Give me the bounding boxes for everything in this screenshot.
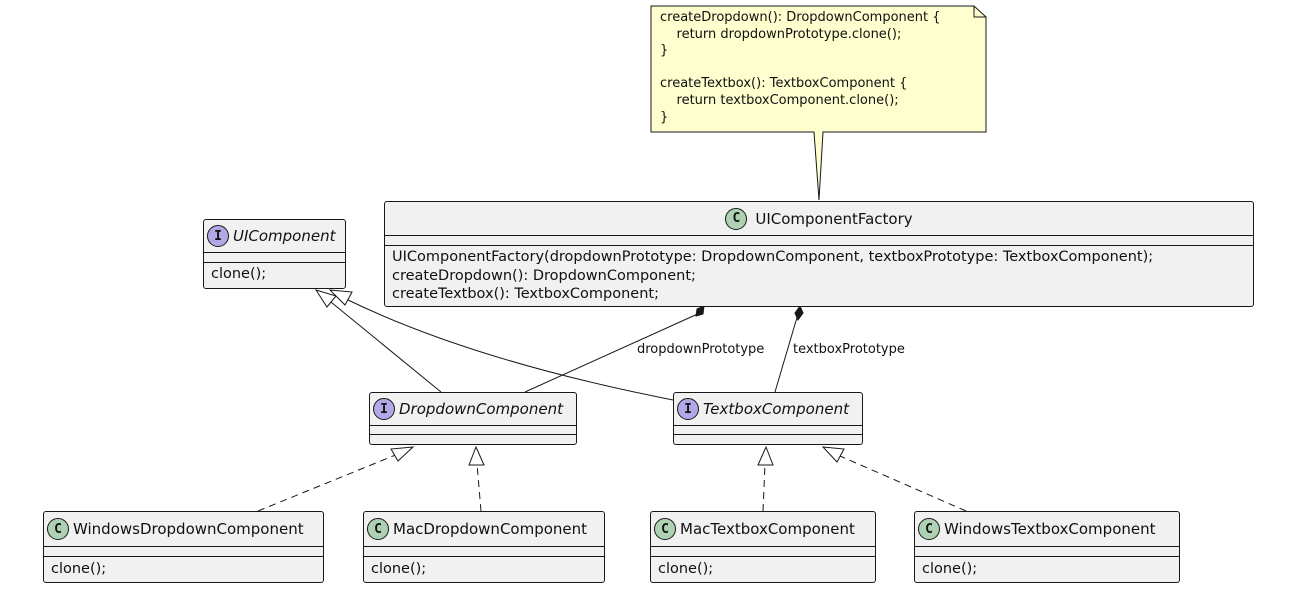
class-badge-icon: C bbox=[918, 518, 940, 540]
method: createDropdown(): DropdownComponent; bbox=[392, 267, 696, 284]
diamond-dropdown bbox=[695, 305, 705, 317]
fields-section bbox=[44, 547, 323, 557]
arrowhead-mac-dropdown bbox=[468, 445, 485, 466]
class-badge-icon: C bbox=[47, 518, 69, 540]
interface-badge-icon: I bbox=[373, 398, 395, 420]
method: createTextbox(): TextboxComponent; bbox=[392, 286, 659, 302]
class-name: MacDropdownComponent bbox=[393, 520, 588, 538]
note-line: } bbox=[660, 109, 669, 125]
class-name: UIComponentFactory bbox=[755, 209, 913, 228]
note-fold bbox=[973, 6, 986, 18]
edge-windows-textbox-implements bbox=[839, 455, 967, 512]
arrowhead-mac-textbox bbox=[757, 445, 774, 466]
method: clone(); bbox=[371, 561, 427, 577]
fields-section bbox=[364, 547, 604, 557]
method: clone(); bbox=[922, 561, 978, 577]
edge-mac-textbox-implements bbox=[762, 463, 766, 512]
edge-windows-dropdown-implements bbox=[257, 453, 399, 512]
methods-section: clone(); bbox=[44, 557, 323, 579]
interface-badge-icon: I bbox=[207, 225, 229, 247]
method: UIComponentFactory(dropdownPrototype: Dr… bbox=[392, 249, 1154, 265]
methods-section: clone(); bbox=[204, 263, 345, 284]
methods-section: clone(); bbox=[915, 557, 1179, 579]
edge-label-dropdown-prototype: dropdownPrototype bbox=[637, 342, 765, 357]
interface-header: I UIComponent bbox=[204, 220, 345, 253]
class-uicomponentfactory: C UIComponentFactory UIComponentFactory(… bbox=[384, 201, 1254, 307]
edge-label-textbox-prototype: textboxPrototype bbox=[793, 342, 905, 357]
class-windowsdropdowncomponent: C WindowsDropdownComponent clone(); bbox=[43, 511, 324, 583]
method: clone(); bbox=[51, 561, 107, 577]
note-line bbox=[660, 60, 941, 77]
interface-dropdowncomponent: I DropdownComponent bbox=[369, 392, 577, 445]
class-header: C UIComponentFactory bbox=[385, 202, 1253, 236]
interface-textboxcomponent: I TextboxComponent bbox=[673, 392, 863, 445]
fields-section bbox=[915, 547, 1179, 557]
edge-mac-dropdown-implements bbox=[476, 463, 482, 512]
interface-name: UIComponent bbox=[233, 227, 336, 245]
interface-name: DropdownComponent bbox=[399, 400, 563, 418]
edge-textbox-extends-uicomponent bbox=[343, 297, 674, 401]
methods-section: clone(); bbox=[651, 557, 875, 579]
fields-section bbox=[674, 426, 862, 435]
interface-uicomponent: I UIComponent clone(); bbox=[203, 219, 346, 289]
methods-section: clone(); bbox=[364, 557, 604, 579]
note-line: } bbox=[660, 43, 669, 59]
class-badge-icon: C bbox=[725, 207, 748, 230]
arrowhead-windows-dropdown bbox=[390, 446, 415, 462]
note-line: createDropdown(): DropdownComponent { bbox=[660, 10, 941, 25]
class-badge-icon: C bbox=[367, 518, 389, 540]
class-header: C MacTextboxComponent bbox=[651, 512, 875, 547]
class-header: C MacDropdownComponent bbox=[364, 512, 604, 547]
arrowhead-dropdown-extends bbox=[314, 289, 337, 308]
method: clone(); bbox=[658, 561, 714, 577]
fields-section bbox=[370, 426, 576, 435]
note-line: createTextbox(): TextboxComponent { bbox=[660, 76, 908, 92]
class-windowstextboxcomponent: C WindowsTextboxComponent clone(); bbox=[914, 511, 1180, 583]
arrowhead-windows-textbox bbox=[821, 446, 845, 463]
class-header: C WindowsTextboxComponent bbox=[915, 512, 1179, 547]
class-mactextboxcomponent: C MacTextboxComponent clone(); bbox=[650, 511, 876, 583]
interface-header: I DropdownComponent bbox=[370, 393, 576, 426]
fields-section bbox=[204, 253, 345, 263]
interface-name: TextboxComponent bbox=[703, 400, 849, 418]
edge-factory-dropdown-composition bbox=[524, 311, 703, 393]
class-name: WindowsDropdownComponent bbox=[73, 520, 304, 538]
method: clone(); bbox=[211, 266, 267, 282]
note-shape bbox=[650, 5, 987, 201]
note-line: return textboxComponent.clone(); bbox=[660, 92, 899, 108]
class-name: MacTextboxComponent bbox=[680, 520, 855, 538]
diamond-textbox bbox=[794, 304, 804, 322]
interface-badge-icon: I bbox=[677, 398, 699, 420]
fields-section bbox=[385, 236, 1253, 246]
class-header: C WindowsDropdownComponent bbox=[44, 512, 323, 547]
class-name: WindowsTextboxComponent bbox=[944, 520, 1156, 538]
arrowhead-textbox-extends bbox=[328, 289, 353, 306]
edge-factory-textbox-composition bbox=[774, 313, 799, 393]
note-line: return dropdownPrototype.clone(); bbox=[660, 26, 902, 42]
edge-dropdown-extends-uicomponent bbox=[325, 297, 442, 393]
interface-header: I TextboxComponent bbox=[674, 393, 862, 426]
class-macdropdowncomponent: C MacDropdownComponent clone(); bbox=[363, 511, 605, 583]
methods-section: UIComponentFactory(dropdownPrototype: Dr… bbox=[385, 246, 1253, 304]
class-badge-icon: C bbox=[654, 518, 676, 540]
fields-section bbox=[651, 547, 875, 557]
note-text: createDropdown(): DropdownComponent { re… bbox=[660, 10, 941, 126]
